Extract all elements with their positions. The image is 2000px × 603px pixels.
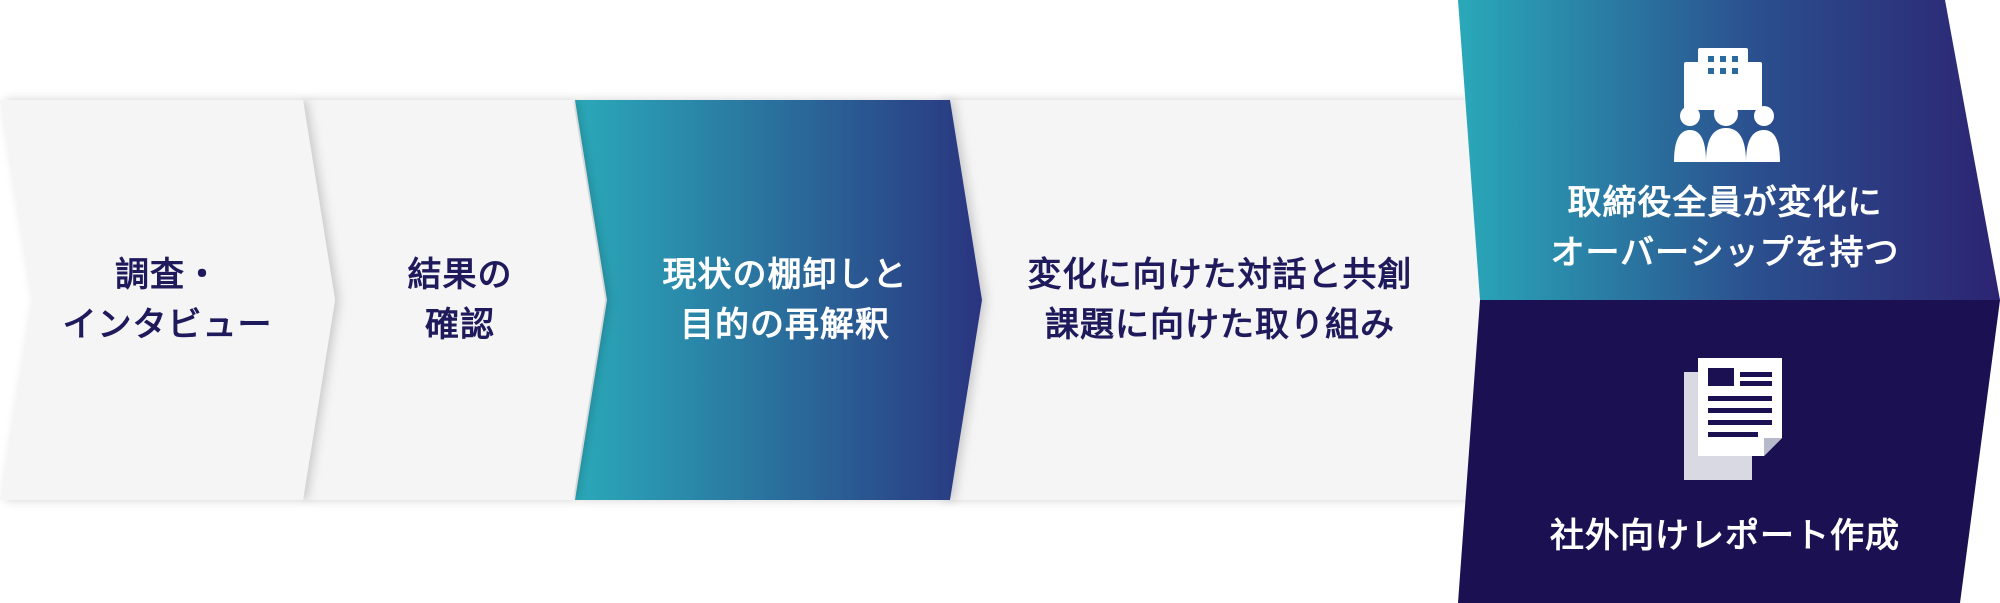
step-2-line1: 結果の	[407, 255, 513, 295]
step-3-line2: 目的の再解釈	[680, 305, 890, 345]
chevron-step-4	[940, 100, 1497, 500]
step-4-line1: 変化に向けた対話と共創	[1027, 255, 1413, 295]
office-team-icon	[1674, 48, 1780, 162]
chevron-step-2	[300, 100, 605, 500]
step-3-label: 現状の棚卸しと 目的の再解釈	[610, 250, 960, 350]
chevron-step-3	[575, 100, 982, 500]
report-document-icon	[1684, 358, 1782, 480]
step-2-line2: 確認	[425, 305, 495, 345]
outcome-top-line2: オーバーシップを持つ	[1550, 233, 1900, 273]
step-3-line1: 現状の棚卸しと	[662, 255, 908, 295]
step-4-line2: 課題に向けた取り組み	[1045, 305, 1395, 345]
outcome-bottom-line1: 社外向けレポート作成	[1550, 516, 1900, 556]
outcome-top-label: 取締役全員が変化に オーバーシップを持つ	[1480, 178, 1970, 278]
step-1-label: 調査・ インタビュー	[40, 250, 295, 350]
step-1-line2: インタビュー	[62, 305, 273, 345]
step-1-line1: 調査・	[115, 255, 220, 295]
outcome-bottom-label: 社外向けレポート作成	[1480, 508, 1970, 564]
outcome-top-line1: 取締役全員が変化に	[1567, 183, 1883, 223]
step-4-label: 変化に向けた対話と共創 課題に向けた取り組み	[985, 250, 1455, 350]
step-2-label: 結果の 確認	[335, 250, 585, 350]
chevron-step-1	[0, 100, 335, 500]
